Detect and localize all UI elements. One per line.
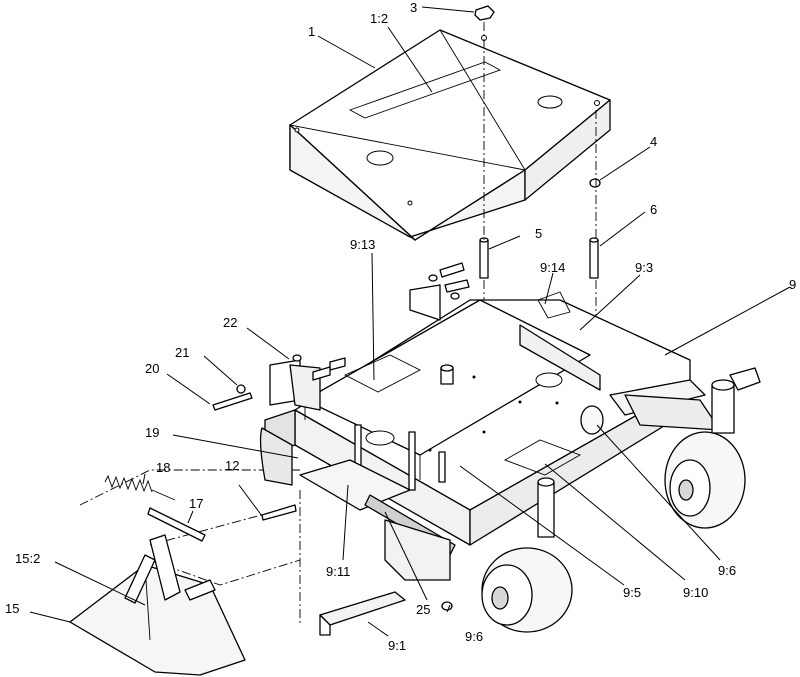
callout-9-13: 9:13 [350, 237, 375, 252]
callout-9-6-right: 9:6 [718, 563, 736, 578]
callout-3: 3 [410, 0, 417, 15]
knob-part-3 [474, 5, 495, 21]
callout-15: 15 [5, 601, 19, 616]
rod-part-17 [147, 507, 206, 542]
callout-25: 25 [416, 602, 430, 617]
rear-bolts [428, 262, 470, 300]
callout-5: 5 [535, 226, 542, 241]
callout-9-14: 9:14 [540, 260, 565, 275]
callout-labels: 1 1:2 3 4 5 6 9 9:13 9:14 9:3 22 21 20 1… [5, 0, 796, 653]
callout-12: 12 [225, 458, 239, 473]
callout-22: 22 [223, 315, 237, 330]
nut-part-4 [589, 178, 601, 188]
callout-6: 6 [650, 202, 657, 217]
callout-15-2: 15:2 [15, 551, 40, 566]
callout-17: 17 [189, 496, 203, 511]
stud-part-5 [479, 237, 489, 279]
callout-1: 1 [308, 24, 315, 39]
deck-guard-part-9-1 [319, 591, 406, 636]
callout-9: 9 [789, 277, 796, 292]
callout-9-6-lower: 9:6 [465, 629, 483, 644]
bolt-part-12 [261, 504, 297, 521]
deck-cover-part-1 [289, 29, 611, 241]
nut-9-6 [441, 405, 604, 611]
mower-deck-part-9 [259, 284, 721, 581]
callout-18: 18 [156, 460, 170, 475]
callout-20: 20 [145, 361, 159, 376]
caster-wheel-front [481, 477, 573, 633]
discharge-chute-part-15 [69, 534, 246, 676]
leader-lines [29, 6, 791, 637]
callout-21: 21 [175, 345, 189, 360]
callout-9-3: 9:3 [635, 260, 653, 275]
callout-9-5: 9:5 [623, 585, 641, 600]
hardware-22-21-20 [212, 354, 346, 411]
callout-4: 4 [650, 134, 657, 149]
callout-1-2: 1:2 [370, 11, 388, 26]
spring-part-18 [104, 474, 176, 501]
callout-9-11: 9:11 [326, 564, 350, 579]
stud-part-6 [589, 237, 599, 279]
caster-wheel-rear [664, 367, 761, 529]
callout-19: 19 [145, 425, 159, 440]
mounting-bracket [269, 359, 321, 411]
callout-9-10: 9:10 [683, 585, 708, 600]
callout-9-1: 9:1 [388, 638, 406, 653]
